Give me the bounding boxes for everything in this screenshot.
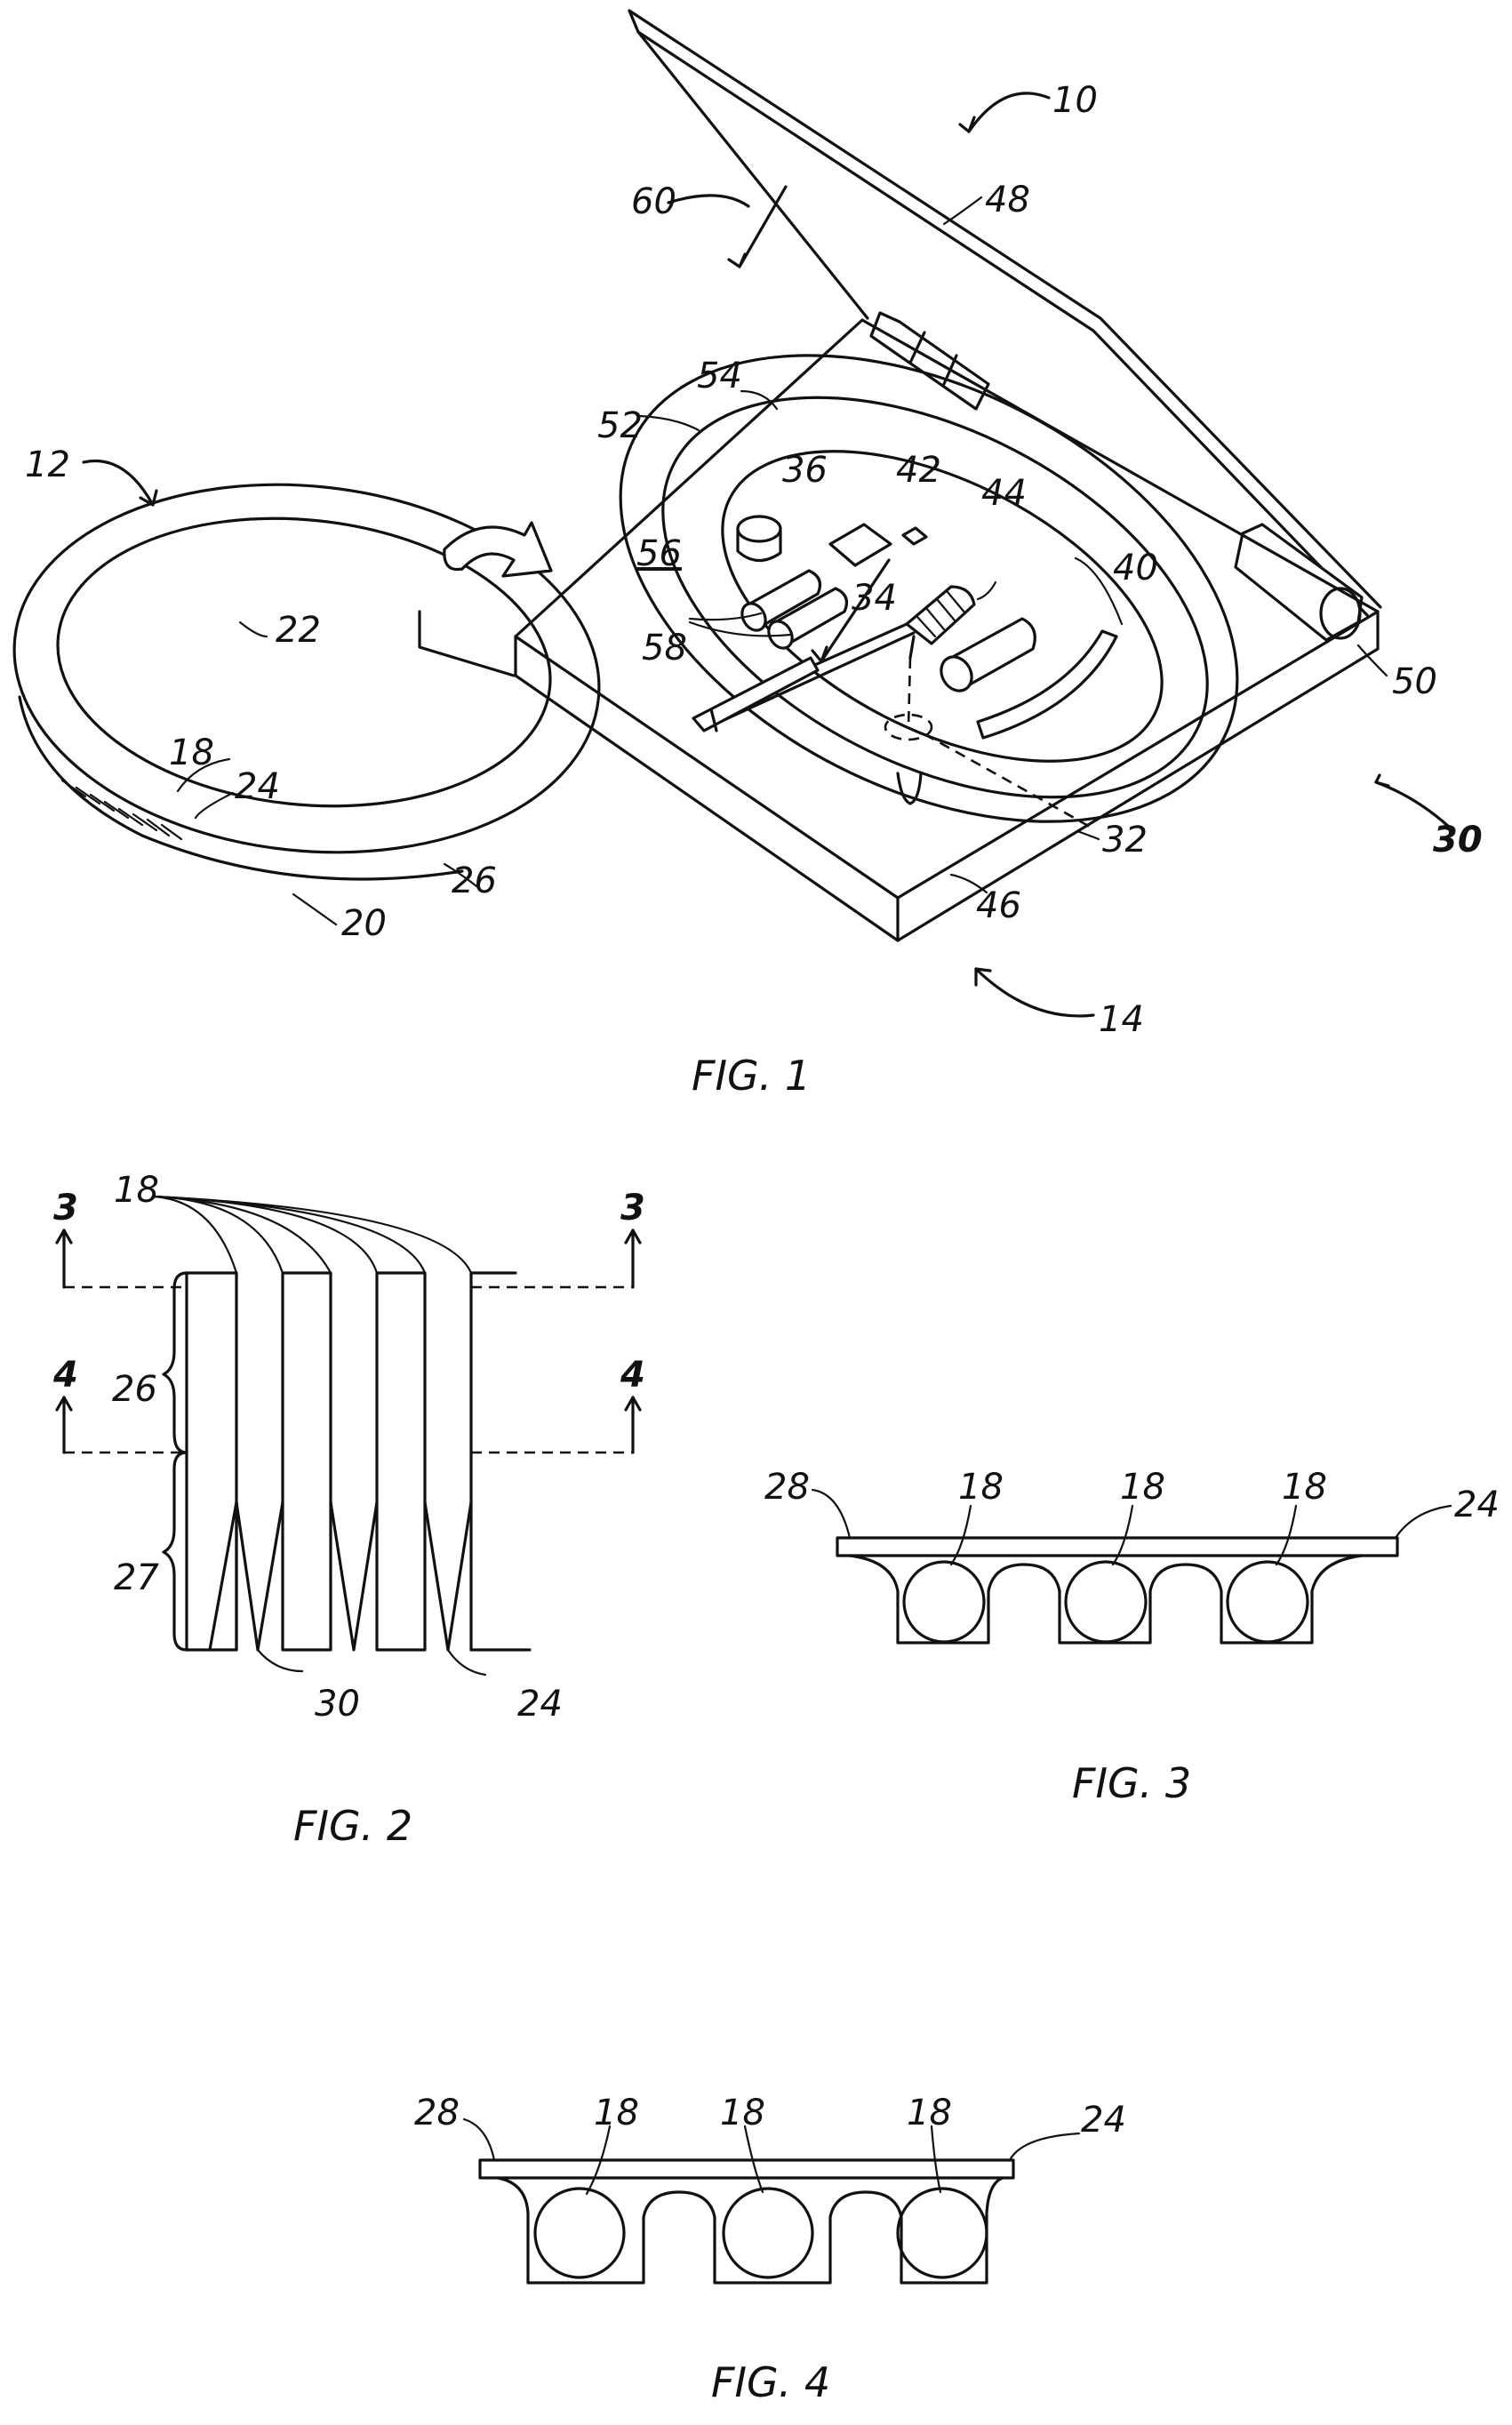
fig4-ref-18a: 18: [594, 2093, 639, 2133]
fig4-leader-lines: [464, 2119, 1079, 2194]
fig4-fiber-3: [898, 2189, 987, 2277]
fig2-fiber-strips: [187, 1273, 530, 1650]
fig4-fiber-1: [535, 2189, 624, 2277]
fig2-braces: [164, 1273, 187, 1650]
fig3-fiber-1: [904, 1562, 984, 1642]
fig4-ref-24: 24: [1081, 2100, 1126, 2141]
fig2-ref-24: 24: [517, 1684, 563, 1725]
fig1-ref-24: 24: [235, 766, 280, 807]
fig1-ref-58: 58: [642, 628, 687, 668]
fig3-ref-28: 28: [764, 1467, 810, 1508]
fig3-ref-18b: 18: [1120, 1467, 1165, 1508]
fig2-ref-26: 26: [112, 1369, 157, 1410]
lid-hinge-upper: [871, 313, 988, 409]
fig3-reference-numerals: 28 18 18 18 24: [764, 1467, 1500, 1525]
fig2-ref-30: 30: [315, 1684, 360, 1725]
fig1-ref-32: 32: [1102, 820, 1148, 860]
fig3-caption: FIG. 3: [1072, 1759, 1191, 1807]
fig1-ref-14: 14: [1099, 999, 1144, 1040]
fig1-ref-54: 54: [697, 356, 742, 396]
fig1-drawing: 10 60 48 54 52 12 36 42 44 56 34 40 22 5…: [0, 11, 1483, 1100]
fig1-ref-20: 20: [341, 903, 387, 944]
fig2-section-lines: [57, 1230, 640, 1453]
fig4-caption: FIG. 4: [711, 2358, 830, 2406]
fig3-fiber-3: [1228, 1562, 1308, 1642]
fig1-ref-36: 36: [782, 450, 828, 491]
disc-cartridge: [0, 457, 618, 881]
fig2-ref-27: 27: [114, 1557, 159, 1598]
fig4-drawing: 28 18 18 18 24 FIG. 4: [414, 2093, 1126, 2406]
rotation-arrow: [444, 523, 551, 576]
fig2-section-4-left: 4: [52, 1355, 78, 1396]
fig3-ref-24: 24: [1454, 1485, 1500, 1525]
fig2-drawing: 18 3 3 4 4 26 27 30 24 FIG. 2: [52, 1170, 645, 1850]
fig1-ref-30: 30: [1433, 820, 1483, 860]
fig2-reference-numerals: 18 3 3 4 4 26 27 30 24: [52, 1170, 645, 1725]
fig1-ref-10: 10: [1052, 80, 1098, 121]
fig1-ref-44: 44: [981, 473, 1027, 514]
fig3-ref-18a: 18: [958, 1467, 1004, 1508]
fig3-ref-18c: 18: [1282, 1467, 1327, 1508]
internal-components: [693, 516, 1116, 827]
fig1-ref-56: 56: [636, 533, 682, 574]
fig1-caption: FIG. 1: [692, 1052, 811, 1100]
fig2-section-3-left: 3: [53, 1188, 78, 1229]
fig1-ref-50: 50: [1392, 661, 1437, 702]
fig1-ref-26: 26: [452, 860, 497, 901]
fig1-ref-40: 40: [1113, 548, 1158, 588]
fig2-section-3-right: 3: [620, 1188, 645, 1229]
fig4-ref-28: 28: [414, 2093, 460, 2133]
fig1-ref-12: 12: [25, 444, 70, 485]
fig3-fiber-channels: [850, 1556, 1362, 1643]
fig4-fiber-channels: [498, 2178, 1003, 2283]
fig2-section-4-right: 4: [620, 1355, 645, 1396]
fig1-ref-42: 42: [896, 450, 941, 491]
fig1-ref-46: 46: [976, 885, 1021, 926]
fig4-ref-18c: 18: [907, 2093, 952, 2133]
fig1-ref-22: 22: [276, 610, 321, 651]
fig2-ref-18: 18: [114, 1170, 159, 1211]
fig2-caption: FIG. 2: [293, 1802, 412, 1850]
fig4-ref-18b: 18: [720, 2093, 765, 2133]
fig4-fiber-2: [724, 2189, 812, 2277]
fig4-substrate: [480, 2160, 1013, 2178]
fig1-ref-34: 34: [852, 578, 897, 619]
fig1-ref-48: 48: [985, 180, 1030, 220]
fig1-ref-52: 52: [597, 405, 643, 446]
fig4-reference-numerals: 28 18 18 18 24: [414, 2093, 1126, 2141]
fig3-drawing: 28 18 18 18 24 FIG. 3: [764, 1467, 1500, 1807]
fig3-fiber-2: [1066, 1562, 1146, 1642]
fig2-leader-lines: [153, 1196, 485, 1675]
fig3-substrate: [837, 1538, 1397, 1556]
fig1-ref-18: 18: [169, 732, 214, 773]
fig1-ref-60: 60: [631, 181, 676, 222]
